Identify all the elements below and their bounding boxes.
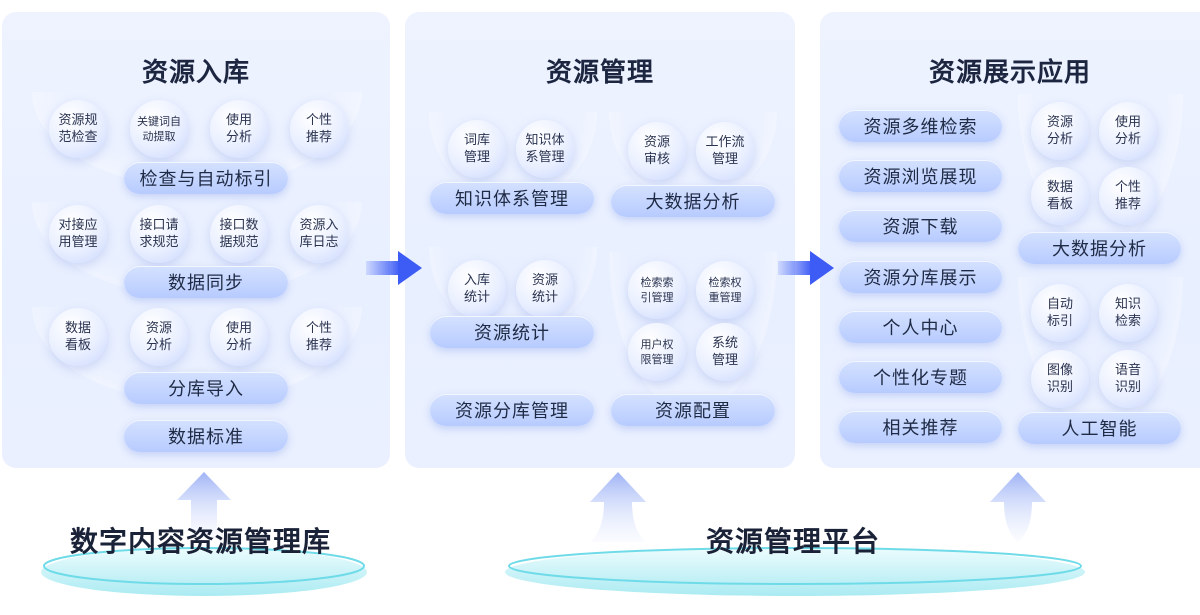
- circle-usage-analysis[interactable]: 使用 分析: [210, 308, 268, 366]
- circle-resource-analysis[interactable]: 资源 分析: [130, 308, 188, 366]
- pill-resource-config[interactable]: 资源配置: [611, 394, 775, 426]
- circle-ingest-stats[interactable]: 入库 统计: [448, 260, 506, 318]
- flow-arrow-right-icon: [366, 251, 422, 285]
- pill-download[interactable]: 资源下载: [839, 210, 1002, 242]
- up-arrow-icon: [177, 472, 231, 538]
- circle-system-manage[interactable]: 系统 管理: [696, 323, 754, 381]
- up-arrow-icon: [990, 472, 1046, 542]
- circle-search-index[interactable]: 检索索 引管理: [628, 261, 686, 319]
- panel-resource-ingest: 资源入库 资源规 范检查 关键词自 动提取 使用 分析 个性 推荐 检查与自动标…: [2, 12, 390, 468]
- circle-search-weight[interactable]: 检索权 重管理: [696, 261, 754, 319]
- circle-knowledge-search[interactable]: 知识 检索: [1099, 284, 1157, 342]
- base-label-digital-library: 数字内容资源管理库: [70, 525, 332, 558]
- pill-browse[interactable]: 资源浏览展现: [839, 160, 1002, 192]
- pill-related-recommend[interactable]: 相关推荐: [839, 411, 1002, 443]
- panel-title-ingest: 资源入库: [141, 58, 250, 88]
- circle-personal-recommend[interactable]: 个性 推荐: [290, 308, 348, 366]
- circle-workflow[interactable]: 工作流 管理: [696, 122, 754, 180]
- base-ring-right: [505, 547, 1085, 596]
- panel-resource-management: 资源管理 词库 管理 知识体 系管理 知识体系管理 资源 审核 工作流 管理 大…: [405, 12, 795, 468]
- circle-personal-recommend[interactable]: 个性 推荐: [1099, 167, 1157, 225]
- pill-check-auto-index[interactable]: 检查与自动标引: [124, 162, 288, 194]
- pill-bigdata-analysis[interactable]: 大数据分析: [611, 185, 775, 217]
- circle-data-board[interactable]: 数据 看板: [1031, 167, 1089, 225]
- pill-data-standard[interactable]: 数据标准: [124, 420, 288, 452]
- circle-keyword-extract[interactable]: 关键词自 动提取: [130, 100, 188, 158]
- pill-bigdata-analysis[interactable]: 大数据分析: [1018, 232, 1181, 264]
- pill-resource-stats[interactable]: 资源统计: [430, 316, 594, 348]
- pill-personal-topic[interactable]: 个性化专题: [839, 361, 1002, 393]
- base-label-platform: 资源管理平台: [706, 525, 881, 558]
- circle-personal-recommend[interactable]: 个性 推荐: [290, 100, 348, 158]
- pill-db-import[interactable]: 分库导入: [124, 372, 288, 404]
- circle-speech-recognition[interactable]: 语音 识别: [1099, 350, 1157, 408]
- circle-resource-review[interactable]: 资源 审核: [628, 122, 686, 180]
- circle-auto-index[interactable]: 自动 标引: [1031, 284, 1089, 342]
- circle-knowledge-system[interactable]: 知识体 系管理: [516, 120, 574, 178]
- circle-lexicon-manage[interactable]: 词库 管理: [448, 120, 506, 178]
- pill-knowledge-system[interactable]: 知识体系管理: [430, 182, 594, 214]
- circle-ingest-log[interactable]: 资源入 库日志: [290, 205, 348, 263]
- pill-ai[interactable]: 人工智能: [1018, 412, 1181, 444]
- pill-personal-center[interactable]: 个人中心: [839, 311, 1002, 343]
- circle-usage-analysis[interactable]: 使用 分析: [1099, 102, 1157, 160]
- circle-usage-analysis[interactable]: 使用 分析: [210, 100, 268, 158]
- circle-resource-stats[interactable]: 资源 统计: [516, 260, 574, 318]
- up-arrow-icon: [590, 472, 646, 542]
- pill-db-manage[interactable]: 资源分库管理: [430, 394, 594, 426]
- circle-data-board[interactable]: 数据 看板: [49, 308, 107, 366]
- base-ring-left: [41, 547, 367, 596]
- panel-resource-display: 资源展示应用 资源多维检索 资源浏览展现 资源下载 资源分库展示 个人中心 个性…: [820, 12, 1200, 468]
- circle-user-permission[interactable]: 用户权 限管理: [628, 323, 686, 381]
- panel-title-manage: 资源管理: [545, 58, 654, 88]
- circle-api-data-spec[interactable]: 接口数 据规范: [210, 205, 268, 263]
- panel-title-display: 资源展示应用: [928, 58, 1091, 88]
- circle-app-integration[interactable]: 对接应 用管理: [49, 205, 107, 263]
- pill-multi-search[interactable]: 资源多维检索: [839, 110, 1002, 142]
- circle-resource-spec-check[interactable]: 资源规 范检查: [49, 100, 107, 158]
- circle-resource-analysis[interactable]: 资源 分析: [1031, 102, 1089, 160]
- pill-db-display[interactable]: 资源分库展示: [839, 261, 1002, 293]
- circle-image-recognition[interactable]: 图像 识别: [1031, 350, 1089, 408]
- circle-api-request-spec[interactable]: 接口请 求规范: [130, 205, 188, 263]
- pill-data-sync[interactable]: 数据同步: [124, 266, 288, 298]
- flow-arrow-right-icon: [778, 251, 834, 285]
